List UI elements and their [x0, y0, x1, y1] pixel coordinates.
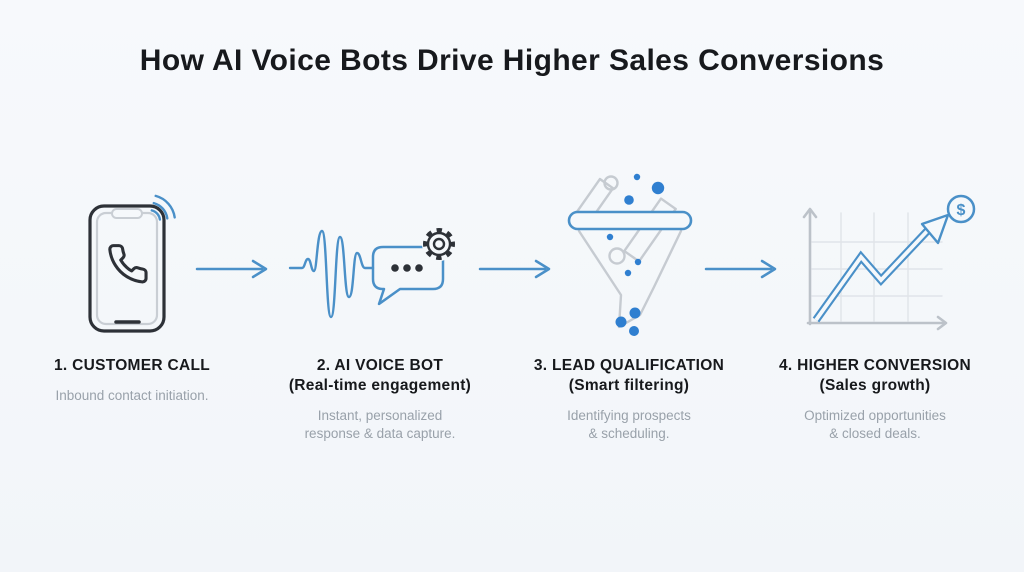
lead-dots	[606, 173, 665, 336]
step-heading: 4. HIGHER CONVERSION	[778, 357, 972, 374]
funnel-cone	[577, 229, 683, 329]
voice-bot-icon	[288, 227, 456, 319]
phone-body	[88, 204, 166, 333]
voice-waveform-icon	[288, 229, 375, 319]
step-heading: 2. AI VOICE BOT	[316, 357, 444, 374]
step-4-higher-conversion: 4. HIGHER CONVERSION (Sales growth) Opti…	[755, 356, 995, 443]
lead-funnel-icon	[567, 173, 693, 336]
step-heading: 1. CUSTOMER CALL	[53, 357, 211, 374]
growth-chart-icon: $	[802, 194, 976, 331]
step-subheading: (Smart filtering)	[568, 377, 690, 394]
phone-notch	[111, 208, 143, 219]
description-line: Optimized opportunities	[804, 408, 946, 423]
step-description: Inbound contact initiation.	[12, 387, 252, 405]
handset-icon	[108, 244, 148, 284]
funnel-debris-circle-top	[603, 175, 619, 191]
funnel-debris-circle-inside	[608, 247, 626, 265]
chart-axes	[802, 207, 948, 331]
description-line: Identifying prospects	[567, 408, 691, 423]
description-line: & scheduling.	[588, 426, 670, 441]
step-2-ai-voice-bot: 2. AI VOICE BOT (Real-time engagement) I…	[260, 356, 500, 443]
step-1-customer-call: 1. CUSTOMER CALL Inbound contact initiat…	[12, 356, 252, 405]
step-subheading: (Sales growth)	[819, 377, 931, 394]
ringing-phone-icon	[88, 194, 176, 333]
page-title: How AI Voice Bots Drive Higher Sales Con…	[139, 44, 885, 77]
typing-dots-icon	[391, 264, 423, 272]
dollar-badge-icon: $	[946, 194, 976, 224]
chat-bubble-icon	[371, 245, 445, 306]
step-subheading: (Real-time engagement)	[288, 377, 472, 394]
description-line: Instant, personalized	[317, 408, 443, 423]
step-description: Instant, personalized response & data ca…	[260, 407, 500, 443]
step-3-lead-qualification: 3. LEAD QUALIFICATION (Smart filtering) …	[509, 356, 749, 443]
flow-arrow-1-icon	[195, 259, 268, 279]
step-description: Identifying prospects & scheduling.	[509, 407, 749, 443]
step-description: Optimized opportunities & closed deals.	[755, 407, 995, 443]
flow-arrow-2-icon	[478, 259, 551, 279]
flow-arrow-3-icon	[704, 259, 777, 279]
funnel-rim	[567, 210, 693, 231]
gear-icon	[422, 227, 456, 261]
dollar-symbol: $	[957, 202, 966, 219]
growth-arrow-icon	[812, 213, 950, 323]
ring-signal-icon	[150, 194, 176, 221]
step-heading: 3. LEAD QUALIFICATION	[533, 357, 725, 374]
description-line: response & data capture.	[304, 426, 456, 441]
description-line: Inbound contact initiation.	[55, 388, 209, 403]
description-line: & closed deals.	[829, 426, 921, 441]
